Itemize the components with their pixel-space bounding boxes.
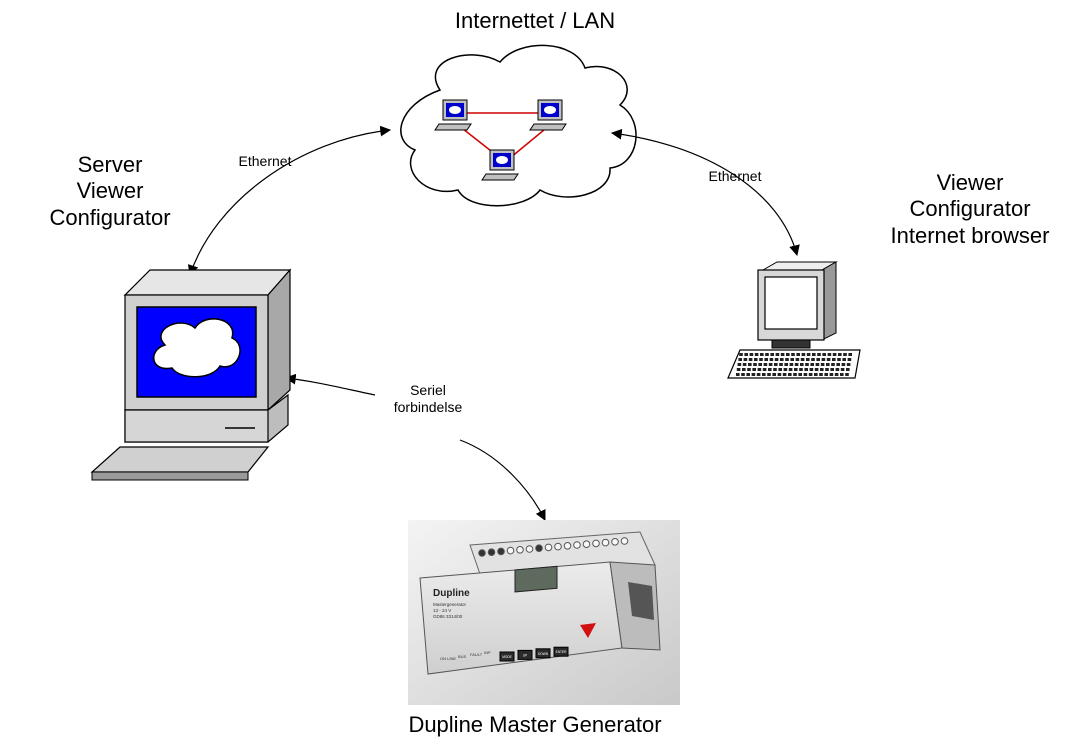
terminal-screw	[487, 548, 496, 557]
terminal-screw	[601, 538, 610, 547]
server-label-line: Viewer	[76, 178, 144, 204]
terminal-screw	[592, 539, 600, 548]
svg-text:ON LINE: ON LINE	[440, 656, 456, 661]
svg-text:BUS: BUS	[458, 654, 467, 659]
terminal-screw	[563, 542, 572, 550]
serial-label-line: forbindelse	[393, 398, 463, 415]
terminal-screw	[506, 546, 515, 555]
viewer-screen	[764, 276, 818, 330]
device-button	[517, 649, 533, 660]
ethernet-right-label: Ethernet	[708, 168, 762, 184]
serial-arrow-top	[284, 373, 376, 396]
svg-text:13 - 24 V: 13 - 24 V	[433, 608, 451, 613]
viewer-computer	[727, 261, 861, 379]
serial-connection-label: Seriel forbindelse	[368, 382, 488, 416]
viewer-label: Viewer Configurator Internet browser	[870, 170, 1070, 249]
svg-text:INP: INP	[484, 650, 491, 655]
internet-cloud	[400, 44, 637, 207]
viewer-label-line: Internet browser	[890, 222, 1050, 248]
device-button	[553, 646, 569, 657]
ethernet-left-arrow	[187, 125, 392, 277]
terminal-screw	[554, 542, 562, 551]
terminal-screw	[478, 549, 486, 557]
svg-text:Mastergenerator: Mastergenerator	[433, 602, 467, 607]
terminal-screw	[497, 547, 505, 556]
laptop-icon	[481, 149, 519, 181]
serial-arrow-bottom	[459, 439, 546, 521]
terminal-screw	[525, 545, 534, 553]
laptop-icon	[529, 99, 567, 131]
server-label-line: Configurator	[49, 204, 171, 230]
device-button-label: UP	[523, 653, 527, 657]
serial-label-line: Seriel	[410, 382, 446, 398]
terminal-screw	[516, 546, 524, 554]
terminal-screw	[535, 544, 543, 553]
carlo-gavazzi-logo	[580, 623, 596, 638]
diagram-title: Internettet / LAN	[454, 8, 616, 33]
device-label: Dupline Master Generator	[408, 712, 662, 737]
device-button-label: ENTER	[556, 650, 568, 654]
keyboard-icon	[90, 446, 270, 473]
server-label: Server Viewer Configurator	[20, 152, 200, 231]
ethernet-right-arrow	[610, 128, 800, 257]
device-button-label: MODE	[502, 655, 512, 659]
device-button	[499, 651, 515, 662]
terminal-screw	[573, 541, 581, 549]
dupline-master-generator: Dupline Mastergenerator 13 - 24 V GD86 3…	[408, 520, 680, 705]
svg-text:FAULT: FAULT	[470, 652, 483, 657]
device-button	[535, 648, 551, 659]
device-button-label: DOWN	[538, 652, 549, 656]
server-label-line: Server	[77, 152, 143, 177]
terminal-screw	[611, 538, 619, 546]
server-computer	[90, 268, 292, 481]
viewer-label-line: Viewer	[936, 170, 1004, 195]
terminal-screw	[544, 543, 553, 552]
ethernet-left-label: Ethernet	[238, 153, 292, 169]
viewer-label-line: Configurator	[909, 196, 1031, 222]
laptop-icon	[434, 99, 472, 131]
cloud-icon	[153, 318, 241, 378]
device-brand: Dupline	[433, 588, 470, 599]
terminal-screw	[582, 540, 591, 549]
terminal-screw	[620, 537, 629, 545]
svg-text:GD86 3314/00: GD86 3314/00	[433, 614, 463, 619]
device-display	[514, 565, 558, 593]
